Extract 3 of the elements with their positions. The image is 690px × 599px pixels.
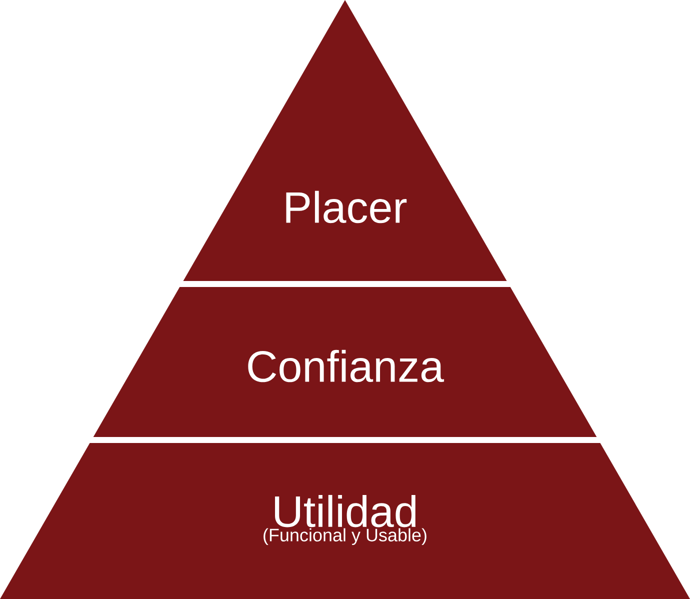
pyramid-tier: Confianza (93, 287, 597, 437)
pyramid-tier: Placer (183, 0, 507, 281)
pyramid-tier: Utilidad (Funcional y Usable) (0, 443, 690, 599)
